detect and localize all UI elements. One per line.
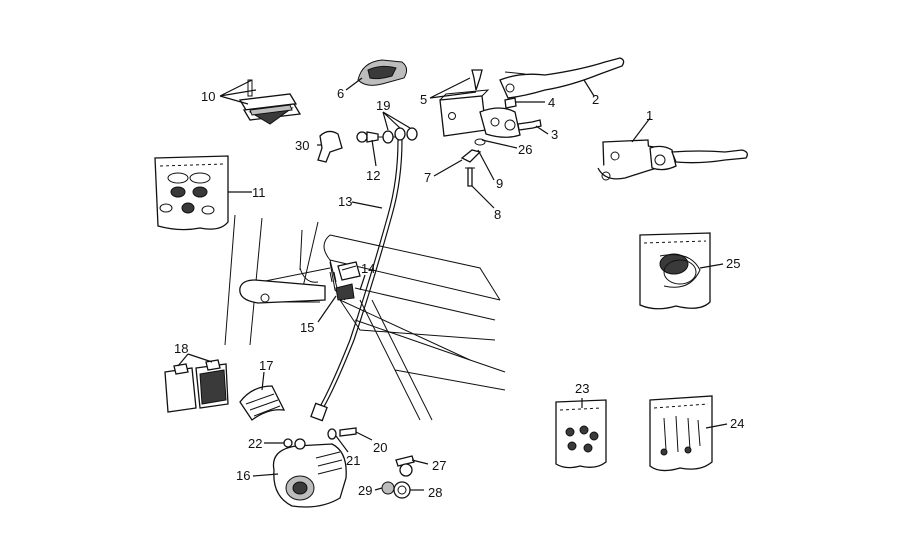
callout-26: 26 (518, 142, 532, 157)
callout-7: 7 (424, 170, 431, 185)
parts-bag-23 (555, 399, 607, 469)
callout-12: 12 (366, 168, 380, 183)
callout-21: 21 (346, 453, 360, 468)
callout-27: 27 (432, 458, 446, 473)
callout-30: 30 (295, 138, 309, 153)
callout-19: 19 (376, 98, 390, 113)
callout-28: 28 (428, 485, 442, 500)
callout-1: 1 (646, 108, 653, 123)
brake-hose (310, 139, 403, 422)
callout-24: 24 (730, 416, 744, 431)
callout-20: 20 (373, 440, 387, 455)
pivot-bolt (504, 97, 517, 109)
callout-17: 17 (259, 358, 273, 373)
master-cylinder-assembly (439, 69, 542, 187)
lever-screw (517, 119, 542, 131)
callout-10: 10 (201, 89, 215, 104)
callout-4: 4 (548, 95, 555, 110)
switch-bracket (460, 149, 482, 163)
callout-13: 13 (338, 194, 352, 209)
reservoir-cover-kit (238, 79, 302, 125)
callout-9: 9 (496, 176, 503, 191)
complete-master-cylinder (597, 139, 748, 181)
callout-14: 14 (361, 261, 375, 276)
callout-16: 16 (236, 468, 250, 483)
bleed-cap (317, 130, 343, 163)
hose-clamps (329, 261, 361, 301)
reservoir-cap-screw (471, 69, 483, 91)
pad-spring (239, 385, 286, 421)
brake-pads (164, 359, 229, 413)
brake-caliper (272, 438, 347, 508)
hose-end-fitting (310, 402, 328, 422)
callout-8: 8 (494, 207, 501, 222)
brake-lever (499, 57, 625, 99)
callout-25: 25 (726, 256, 740, 271)
master-cylinder-reservoir (439, 95, 487, 137)
small-screw (467, 167, 473, 187)
parts-bag-11 (154, 155, 229, 231)
callout-29: 29 (358, 483, 372, 498)
callout-11: 11 (252, 185, 266, 200)
callout-3: 3 (551, 127, 558, 142)
parts-bag-25 (639, 232, 711, 310)
callout-15: 15 (300, 320, 314, 335)
caliper-hardware (283, 427, 415, 499)
callout-18: 18 (174, 341, 188, 356)
complete-lever-blade (671, 149, 748, 164)
leader-lines (177, 77, 728, 491)
lever-blade (499, 57, 625, 99)
callout-6: 6 (337, 86, 344, 101)
callout-labels: 1 2 3 4 5 6 7 8 9 10 11 12 13 14 15 16 1… (174, 86, 744, 500)
callout-22: 22 (248, 436, 262, 451)
rubber-boot (357, 59, 408, 86)
parts-bag-24 (649, 395, 713, 472)
callout-2: 2 (592, 92, 599, 107)
callout-5: 5 (420, 92, 427, 107)
swingarm-pivot (239, 279, 326, 304)
banjo-bolt-assembly (317, 127, 418, 163)
callout-23: 23 (575, 381, 589, 396)
